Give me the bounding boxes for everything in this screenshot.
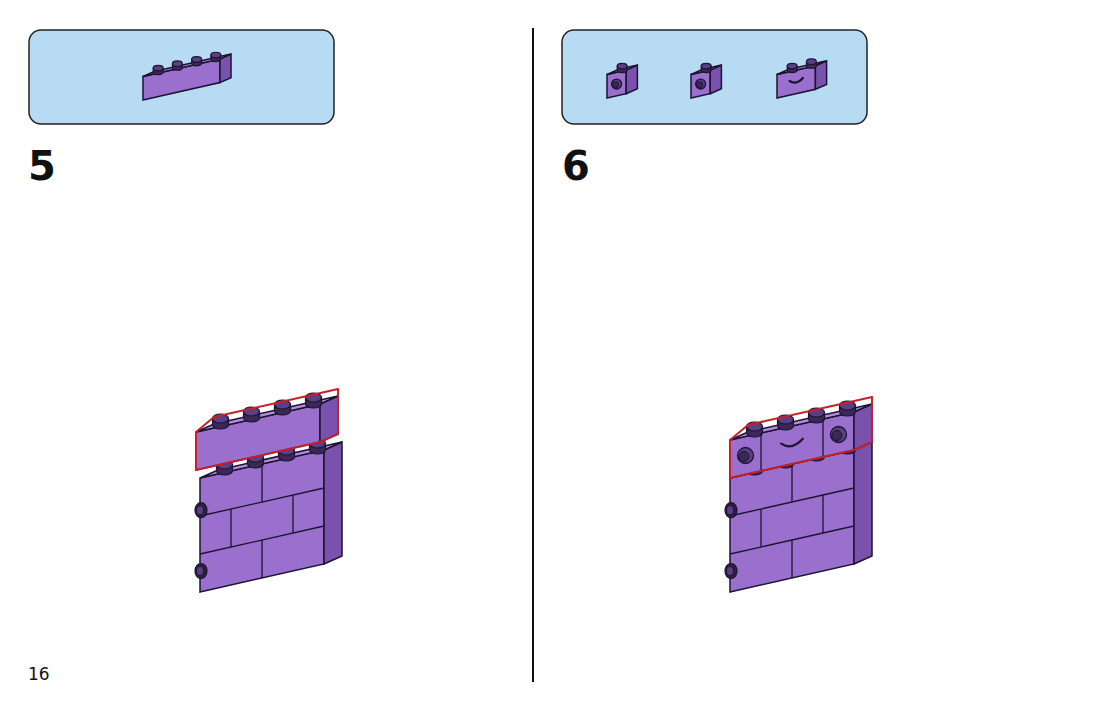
brick-joint bbox=[261, 540, 262, 578]
brick bbox=[691, 63, 721, 98]
brick-joint bbox=[791, 464, 792, 502]
step-6-model bbox=[725, 397, 872, 592]
brick-joint bbox=[822, 419, 823, 457]
brick-models bbox=[143, 52, 872, 592]
stud bbox=[701, 63, 711, 69]
step-number: 6 bbox=[562, 146, 590, 186]
stud bbox=[172, 61, 182, 67]
brick-front bbox=[777, 66, 815, 98]
side-stud bbox=[697, 82, 703, 88]
side-stud bbox=[725, 503, 737, 518]
brick bbox=[777, 59, 827, 98]
brick-joint bbox=[760, 509, 761, 547]
brick-joint bbox=[292, 495, 293, 533]
brick-side bbox=[324, 442, 342, 564]
brick bbox=[607, 63, 637, 98]
step-5-model bbox=[195, 389, 342, 592]
brick-front bbox=[196, 404, 320, 470]
brick-joint bbox=[791, 540, 792, 578]
stud bbox=[806, 59, 816, 65]
stud bbox=[153, 65, 163, 71]
side-stud bbox=[727, 567, 734, 576]
brick-front bbox=[730, 412, 854, 478]
side-stud bbox=[739, 452, 749, 462]
stud bbox=[192, 57, 202, 63]
stud bbox=[787, 63, 797, 69]
brick-front bbox=[143, 59, 220, 100]
parts-callout bbox=[562, 30, 867, 124]
step-6-parts bbox=[607, 59, 827, 98]
side-stud bbox=[613, 82, 619, 88]
side-stud bbox=[195, 564, 207, 579]
parts-callout bbox=[29, 30, 334, 124]
page-divider bbox=[532, 28, 534, 682]
brick-joint bbox=[760, 433, 761, 471]
smile-print bbox=[781, 439, 803, 447]
brick-side bbox=[854, 442, 872, 564]
brick bbox=[143, 52, 231, 100]
brick-joint bbox=[230, 509, 231, 547]
step-number: 5 bbox=[28, 146, 56, 186]
side-stud bbox=[696, 79, 706, 89]
stud bbox=[211, 52, 221, 58]
brick-joint bbox=[261, 464, 262, 502]
side-stud bbox=[832, 431, 842, 441]
stud bbox=[617, 63, 627, 69]
brick-top bbox=[777, 61, 827, 75]
side-stud bbox=[738, 448, 754, 464]
new-part-highlight bbox=[196, 389, 338, 470]
side-stud bbox=[725, 564, 737, 579]
brick-joint bbox=[822, 495, 823, 533]
new-part-highlight bbox=[730, 397, 872, 478]
side-stud bbox=[197, 567, 204, 576]
side-stud bbox=[197, 506, 204, 515]
side-stud bbox=[612, 79, 622, 89]
brick-front bbox=[200, 450, 324, 592]
smile-print bbox=[789, 78, 802, 83]
side-stud bbox=[727, 506, 734, 515]
step-5-parts bbox=[143, 52, 231, 100]
page-number: 16 bbox=[28, 666, 50, 683]
side-stud bbox=[195, 503, 207, 518]
side-stud bbox=[831, 427, 847, 443]
